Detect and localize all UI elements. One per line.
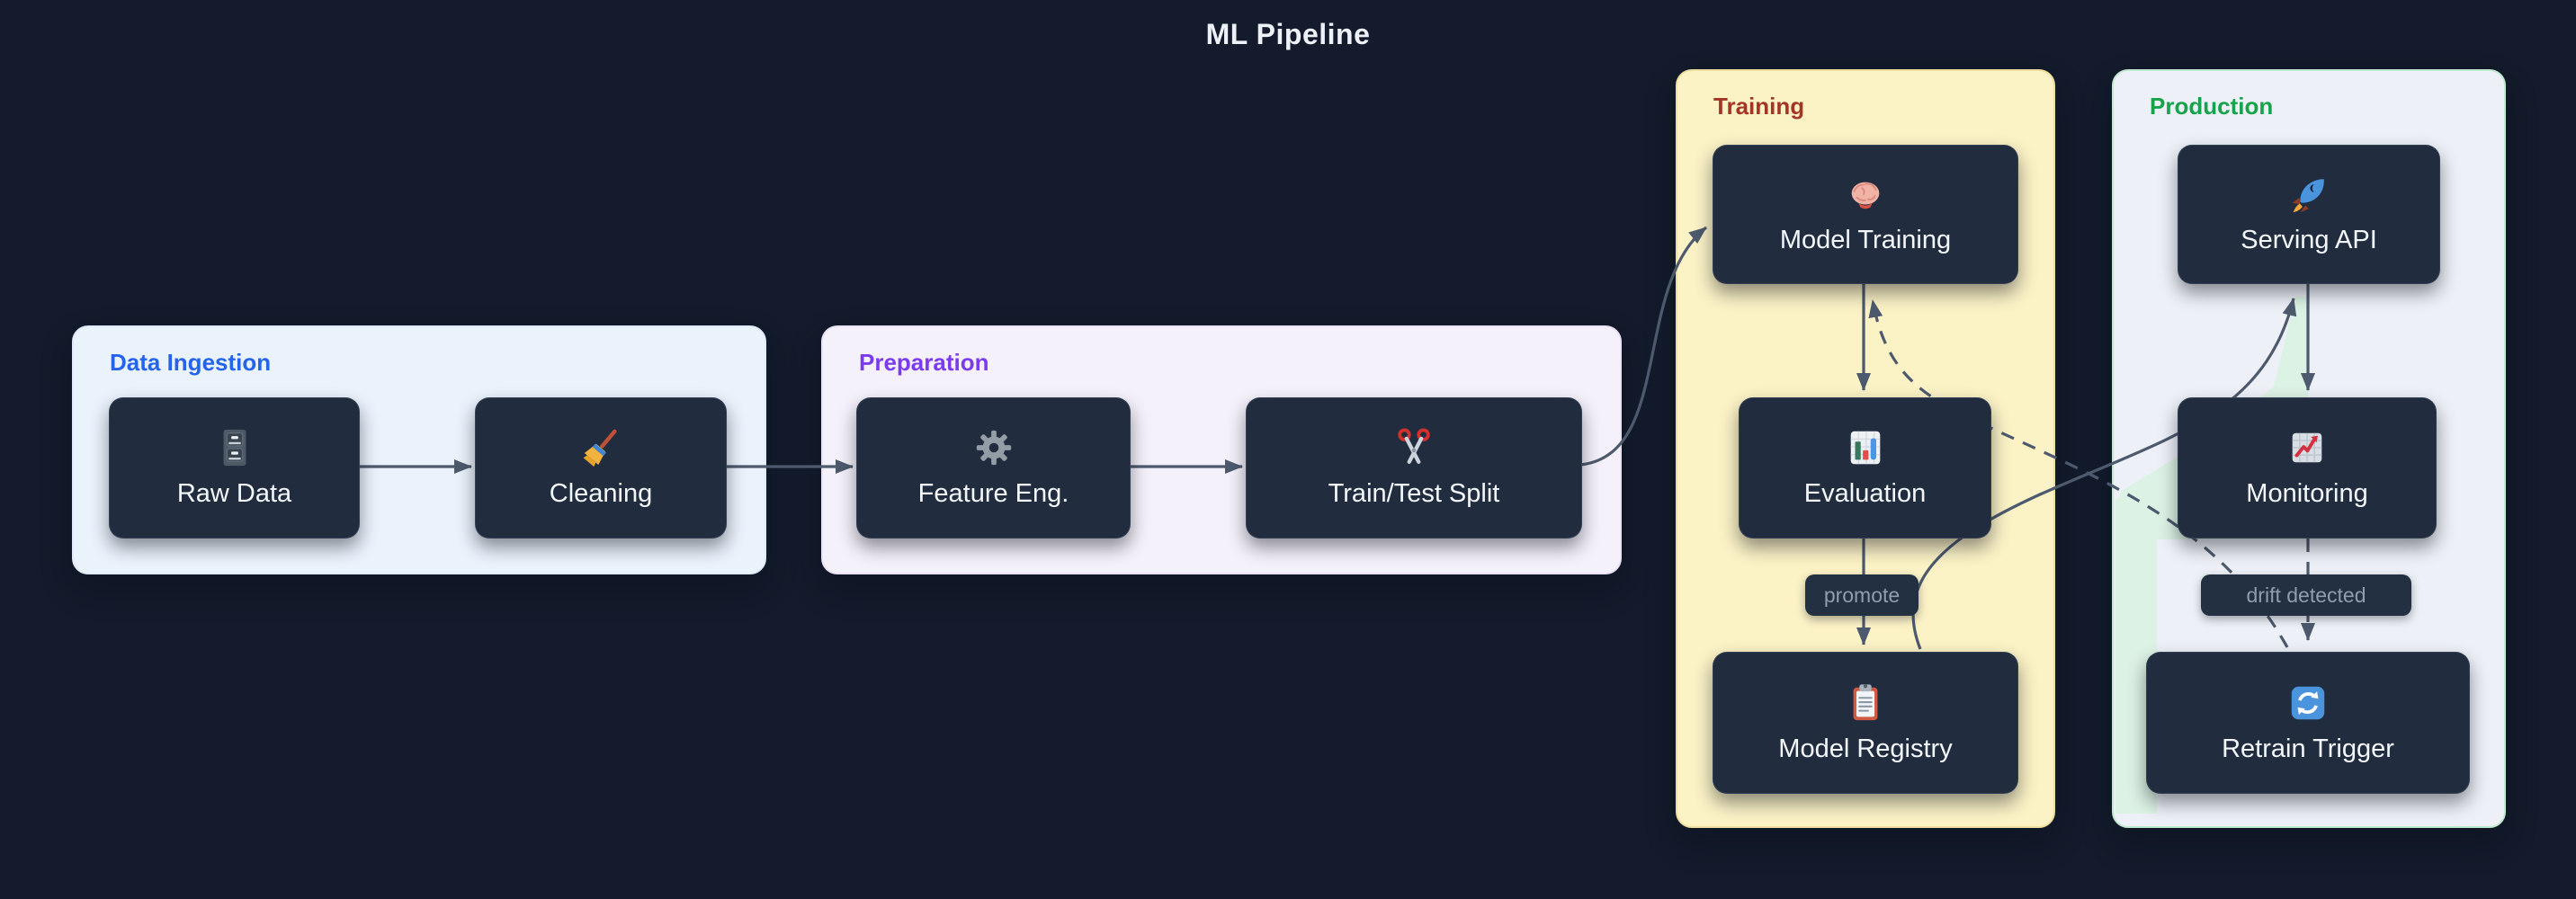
edge-label-drift-detected: drift detected <box>2201 574 2411 616</box>
broom-icon <box>580 427 622 468</box>
node-label: Cleaning <box>549 479 653 508</box>
node-model-registry[interactable]: Model Registry <box>1713 652 2018 794</box>
group-label-training: Training <box>1713 93 1805 120</box>
node-label: Retrain Trigger <box>2222 734 2394 763</box>
node-model-training[interactable]: Model Training <box>1713 145 2018 284</box>
clipboard-icon <box>1845 682 1886 724</box>
node-cleaning[interactable]: Cleaning <box>475 397 727 539</box>
group-label-preparation: Preparation <box>859 349 989 376</box>
node-label: Raw Data <box>176 479 292 508</box>
node-label: Train/Test Split <box>1328 479 1500 508</box>
node-monitoring[interactable]: Monitoring <box>2178 397 2437 539</box>
node-retrain-trigger[interactable]: Retrain Trigger <box>2146 652 2470 794</box>
edge-label-promote: promote <box>1805 574 1919 616</box>
node-label: Monitoring <box>2246 479 2368 508</box>
scissors-icon <box>1393 427 1435 468</box>
node-label: Model Registry <box>1778 734 1953 763</box>
refresh-icon <box>2287 682 2329 724</box>
node-label: Feature Eng. <box>917 479 1069 508</box>
node-raw-data[interactable]: Raw Data <box>109 397 360 539</box>
node-label: Model Training <box>1779 226 1952 254</box>
node-train-test-split[interactable]: Train/Test Split <box>1246 397 1582 539</box>
group-label-ingestion: Data Ingestion <box>110 349 272 376</box>
node-evaluation[interactable]: Evaluation <box>1739 397 1991 539</box>
node-label: Serving API <box>2241 226 2377 254</box>
chart-up-icon <box>2286 427 2328 468</box>
bar-chart-icon <box>1845 427 1886 468</box>
gear-icon <box>973 427 1015 468</box>
node-label: Evaluation <box>1803 479 1927 508</box>
node-feature-eng[interactable]: Feature Eng. <box>856 397 1131 539</box>
group-label-production: Production <box>2150 93 2274 120</box>
brain-icon <box>1845 174 1886 215</box>
file-cabinet-icon <box>214 427 255 468</box>
rocket-icon <box>2288 174 2330 215</box>
page-title: ML Pipeline <box>1205 18 1371 50</box>
node-serving-api[interactable]: Serving API <box>2178 145 2440 284</box>
